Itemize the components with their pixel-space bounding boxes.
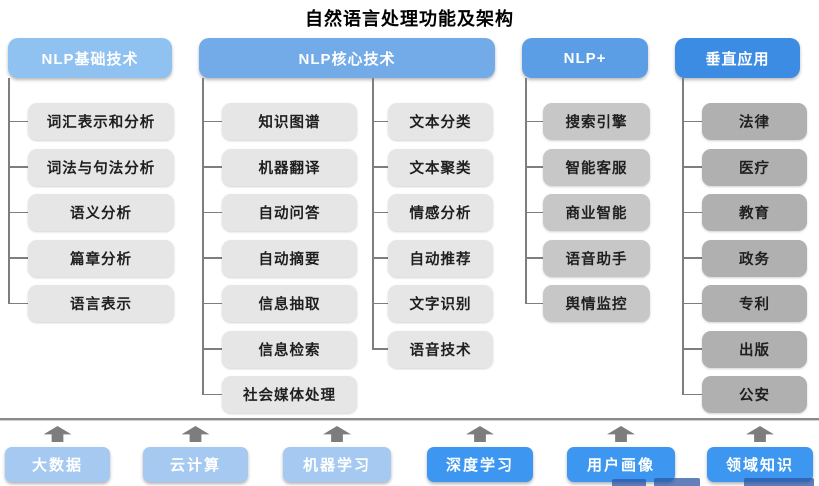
tech-box-core: 情感分析 (388, 194, 493, 231)
connector-stub (372, 166, 388, 168)
connector-stub (525, 302, 543, 305)
connector-stub (682, 393, 702, 396)
foundation-box: 领域知识 (707, 447, 813, 482)
tech-box-basic: 篇章分析 (28, 239, 174, 277)
connector-stub (8, 257, 28, 259)
diagram-title: 自然语言处理功能及架构 (305, 9, 514, 29)
connector-stub (682, 257, 702, 259)
connector-stub (372, 302, 388, 305)
connector-stub (202, 393, 222, 396)
connector-stub (202, 166, 222, 168)
connector-spine (372, 78, 374, 349)
connector-spine (202, 78, 204, 395)
connector-stub (372, 257, 388, 259)
tech-box-core: 社会媒体处理 (222, 376, 357, 413)
connector-stub (682, 166, 702, 168)
connector-stub (372, 348, 388, 350)
tech-box-core: 知识图谱 (222, 103, 357, 140)
tech-box-plus: 商业智能 (543, 194, 650, 231)
tech-box-plus: 搜索引擎 (543, 103, 650, 140)
app-box-vertical: 政务 (702, 239, 807, 277)
connector-stub (682, 348, 702, 350)
up-arrow-icon (181, 426, 210, 442)
connector-stub (8, 211, 28, 214)
tech-box-plus: 语音助手 (543, 239, 650, 277)
app-box-vertical: 公安 (702, 376, 807, 413)
connector-stub (372, 211, 388, 214)
tech-box-core: 自动摘要 (222, 239, 357, 277)
foundation-box: 云计算 (143, 447, 248, 482)
connector-stub (202, 302, 222, 305)
connector-spine (525, 78, 527, 304)
connector-stub (372, 120, 388, 123)
tech-box-core: 机器翻译 (222, 148, 357, 186)
header-nlp-core: NLP核心技术 (199, 38, 495, 78)
foundation-box: 深度学习 (427, 447, 533, 482)
tech-box-basic: 词汇表示和分析 (28, 103, 174, 140)
tech-box-core: 文字识别 (388, 285, 493, 322)
connector-stub (202, 120, 222, 123)
connector-spine (8, 78, 10, 304)
up-arrow-icon (323, 426, 351, 442)
connector-stub (8, 120, 28, 123)
tech-box-core: 信息检索 (222, 330, 357, 368)
up-arrow-icon (466, 426, 494, 442)
app-box-vertical: 法律 (702, 103, 807, 140)
connector-spine (682, 78, 684, 395)
tech-box-basic: 语言表示 (28, 285, 174, 322)
tech-box-core: 自动推荐 (388, 239, 493, 277)
connector-stub (525, 257, 543, 259)
app-box-vertical: 专利 (702, 285, 807, 322)
foundation-box: 机器学习 (283, 447, 391, 482)
connector-stub (202, 211, 222, 214)
foundation-box: 大数据 (5, 447, 110, 482)
connector-stub (525, 166, 543, 168)
tech-box-core: 文本聚类 (388, 148, 493, 186)
tech-box-basic: 语义分析 (28, 194, 174, 231)
app-box-vertical: 医疗 (702, 148, 807, 186)
connector-stub (8, 302, 28, 305)
connector-stub (682, 120, 702, 123)
up-arrow-icon (43, 426, 72, 442)
tech-box-basic: 词法与句法分析 (28, 148, 174, 186)
connector-stub (202, 348, 222, 350)
app-box-vertical: 教育 (702, 194, 807, 231)
header-vertical-apps: 垂直应用 (675, 38, 800, 78)
up-arrow-icon (746, 426, 774, 442)
tech-box-plus: 智能客服 (543, 148, 650, 186)
header-nlp-plus: NLP+ (522, 38, 648, 78)
foundation-separator-line (0, 418, 819, 421)
tech-box-core: 信息抽取 (222, 285, 357, 322)
header-nlp-basic: NLP基础技术 (8, 38, 172, 78)
connector-stub (525, 120, 543, 123)
foundation-box: 用户画像 (567, 447, 675, 482)
app-box-vertical: 出版 (702, 330, 807, 368)
tech-box-plus: 舆情监控 (543, 285, 650, 322)
connector-stub (682, 211, 702, 214)
connector-stub (202, 257, 222, 259)
connector-stub (8, 166, 28, 168)
connector-stub (525, 211, 543, 214)
connector-stub (682, 302, 702, 305)
up-arrow-icon (607, 426, 635, 442)
tech-box-core: 自动问答 (222, 194, 357, 231)
tech-box-core: 语音技术 (388, 330, 493, 368)
tech-box-core: 文本分类 (388, 103, 493, 140)
